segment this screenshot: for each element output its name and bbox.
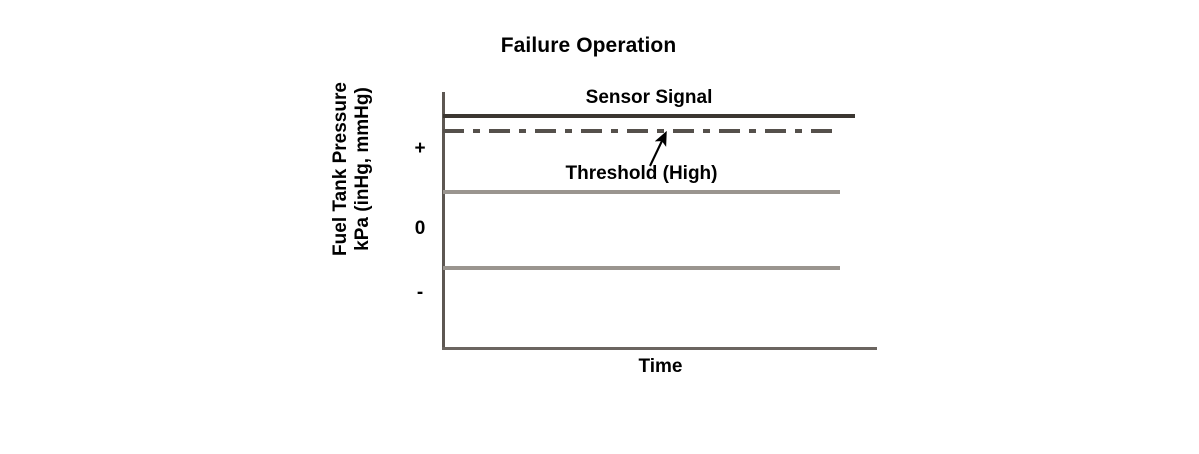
- y-axis-title: Fuel Tank Pressure kPa (inHg, mmHg): [326, 39, 378, 299]
- y-axis-line: [442, 92, 445, 350]
- threshold-label: Threshold (High): [565, 163, 718, 184]
- sensor-signal-label: Sensor Signal: [585, 87, 713, 108]
- sensor-signal-line: [443, 114, 855, 118]
- x-axis-title: Time: [638, 356, 683, 377]
- y-tick-label-zero: 0: [414, 218, 426, 239]
- x-axis-line: [442, 347, 877, 350]
- chart-title: Failure Operation: [500, 34, 677, 57]
- y-axis-title-line-1: Fuel Tank Pressure: [329, 82, 351, 256]
- threshold-arrow-icon: [649, 130, 667, 167]
- threshold-line: [443, 129, 840, 133]
- y-tick-label-negative: -: [416, 282, 424, 303]
- upper-reference-line: [443, 190, 840, 194]
- lower-reference-line: [443, 266, 840, 270]
- y-tick-label-positive: +: [414, 138, 426, 159]
- y-axis-title-line-2: kPa (inHg, mmHg): [352, 87, 373, 251]
